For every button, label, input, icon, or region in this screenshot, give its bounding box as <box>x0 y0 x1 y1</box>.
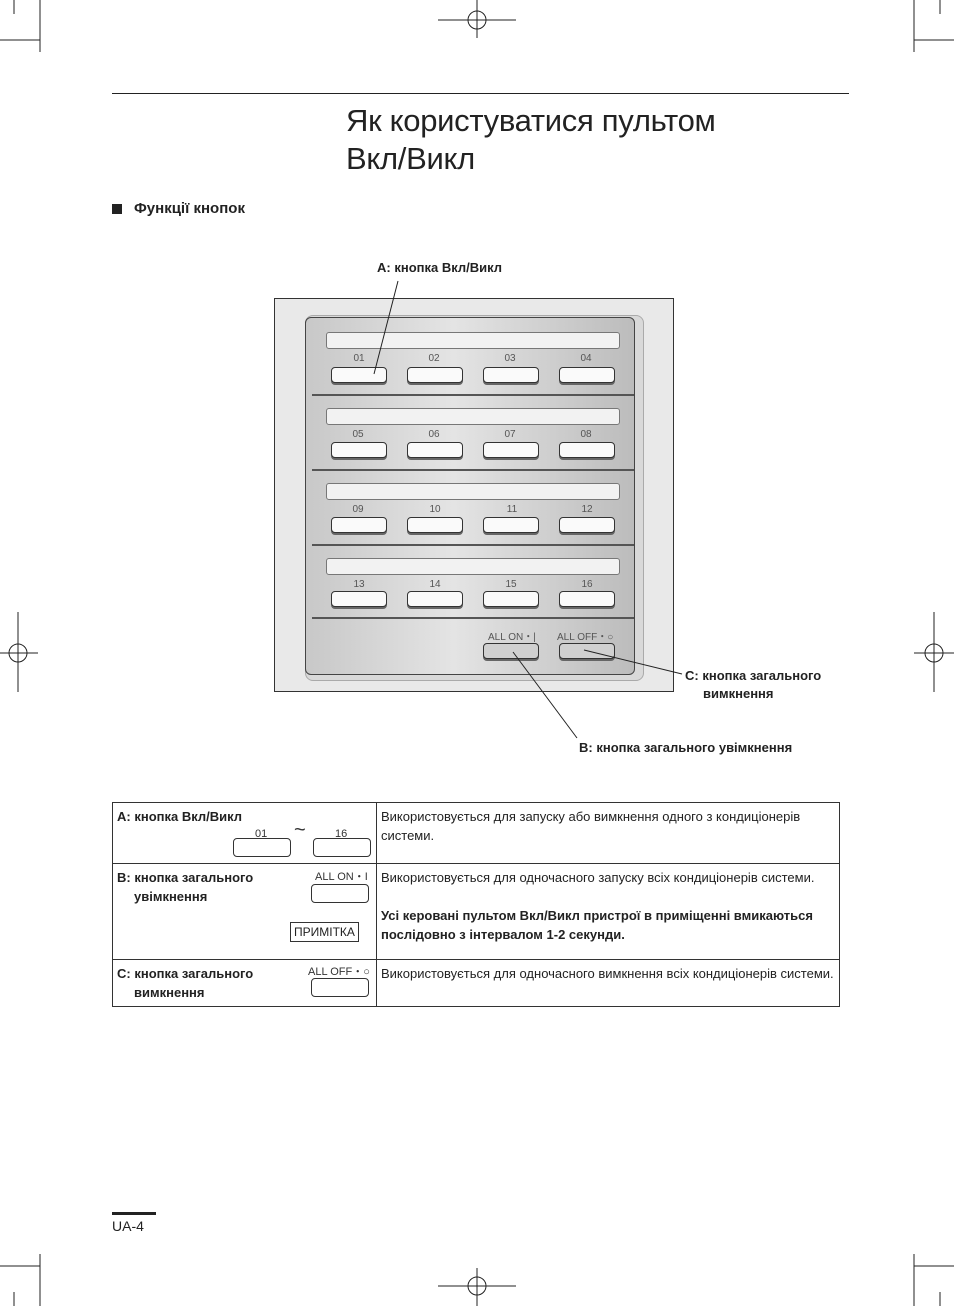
unit-number: 10 <box>429 504 441 515</box>
title-line-2: Вкл/Викл <box>346 141 475 176</box>
row-separator <box>312 617 634 619</box>
unit-number: 01 <box>353 353 365 364</box>
tilde-symbol: ~ <box>294 819 306 841</box>
unit-button-08[interactable] <box>559 442 615 458</box>
note-text: Усі керовані пультом Вкл/Викл пристрої в… <box>381 908 813 942</box>
table-cell-label: B: кнопка загального увімкнення ALL ON・I… <box>112 863 377 960</box>
page-number: UA-4 <box>112 1212 156 1234</box>
unit-button-16[interactable] <box>559 591 615 607</box>
mini-label-all-on: ALL ON・I <box>315 871 368 883</box>
unit-number: 06 <box>428 429 440 440</box>
unit-number: 12 <box>581 504 593 515</box>
unit-number: 07 <box>504 429 516 440</box>
unit-number: 13 <box>353 579 365 590</box>
callout-c-line-1: C: кнопка загального <box>685 668 822 683</box>
callout-c-line-2: вимкнення <box>703 686 774 701</box>
mini-button-16 <box>313 838 371 857</box>
unit-button-14[interactable] <box>407 591 463 607</box>
unit-number: 04 <box>580 353 592 364</box>
table-cell-description: Використовується для запуску або вимкнен… <box>376 802 840 864</box>
unit-button-05[interactable] <box>331 442 387 458</box>
callout-c: C: кнопка загального вимкнення <box>685 667 821 703</box>
row-separator <box>312 394 634 396</box>
table-cell-label: C: кнопка загального вимкнення ALL OFF・○ <box>112 959 377 1007</box>
mini-button-all-on <box>311 884 369 903</box>
mini-button-01 <box>233 838 291 857</box>
lcd-strip <box>326 332 620 349</box>
unit-button-15[interactable] <box>483 591 539 607</box>
section-heading: Функції кнопок <box>112 200 245 217</box>
unit-number: 15 <box>505 579 517 590</box>
unit-number: 05 <box>352 429 364 440</box>
all-on-label: ALL ON・| <box>488 632 536 643</box>
table-row: A: кнопка Вкл/Викл 01 ~ 16 Використовуєт… <box>112 802 840 864</box>
unit-number: 03 <box>504 353 516 364</box>
callout-leaders <box>373 280 683 739</box>
unit-button-13[interactable] <box>331 591 387 607</box>
table-row: C: кнопка загального вимкнення ALL OFF・○… <box>112 959 840 1007</box>
callout-b: B: кнопка загального увімкнення <box>579 740 793 755</box>
row-separator <box>312 469 634 471</box>
description-text: Використовується для запуску або вимкнен… <box>381 809 801 843</box>
mini-label-from: 01 <box>255 828 268 840</box>
table-cell-label: A: кнопка Вкл/Викл 01 ~ 16 <box>112 802 377 864</box>
mini-button-all-off <box>311 978 369 997</box>
row-separator <box>312 544 634 546</box>
unit-button-01[interactable] <box>331 367 387 383</box>
lcd-strip <box>326 483 620 500</box>
unit-button-02[interactable] <box>407 367 463 383</box>
title-line-1: Як користуватися пультом <box>346 103 716 138</box>
button-name: A: кнопка Вкл/Викл <box>117 809 243 824</box>
unit-button-12[interactable] <box>559 517 615 533</box>
description-text: Використовується для одночасного вимкнен… <box>381 966 834 981</box>
table-row: B: кнопка загального увімкнення ALL ON・I… <box>112 863 840 960</box>
unit-number: 11 <box>506 504 518 515</box>
unit-number: 02 <box>428 353 440 364</box>
mini-label-all-off: ALL OFF・○ <box>308 966 370 978</box>
all-on-button[interactable] <box>483 643 539 659</box>
button-name: B: кнопка загального увімкнення <box>117 870 254 904</box>
unit-button-11[interactable] <box>483 517 539 533</box>
unit-button-09[interactable] <box>331 517 387 533</box>
header-rule <box>112 93 849 94</box>
all-off-label: ALL OFF・○ <box>557 632 614 643</box>
button-functions-table: A: кнопка Вкл/Викл 01 ~ 16 Використовуєт… <box>112 802 840 1007</box>
page-title: Як користуватися пультом Вкл/Викл <box>346 102 716 178</box>
lcd-strip <box>326 408 620 425</box>
unit-button-07[interactable] <box>483 442 539 458</box>
unit-button-06[interactable] <box>407 442 463 458</box>
button-name: C: кнопка загального вимкнення <box>117 966 254 1000</box>
section-heading-text: Функції кнопок <box>134 200 245 217</box>
unit-button-04[interactable] <box>559 367 615 383</box>
unit-number: 09 <box>352 504 364 515</box>
unit-number: 08 <box>580 429 592 440</box>
table-cell-description: Використовується для одночасного вимкнен… <box>376 959 840 1007</box>
unit-button-10[interactable] <box>407 517 463 533</box>
note-badge: ПРИМІТКА <box>290 922 359 942</box>
unit-button-03[interactable] <box>483 367 539 383</box>
unit-number: 14 <box>429 579 441 590</box>
square-bullet-icon <box>112 203 122 214</box>
table-cell-description: Використовується для одночасного запуску… <box>376 863 840 960</box>
unit-number: 16 <box>581 579 593 590</box>
lcd-strip <box>326 558 620 575</box>
callout-a: A: кнопка Вкл/Викл <box>377 260 503 275</box>
description-text: Використовується для одночасного запуску… <box>381 870 815 885</box>
mini-label-to: 16 <box>335 828 348 840</box>
